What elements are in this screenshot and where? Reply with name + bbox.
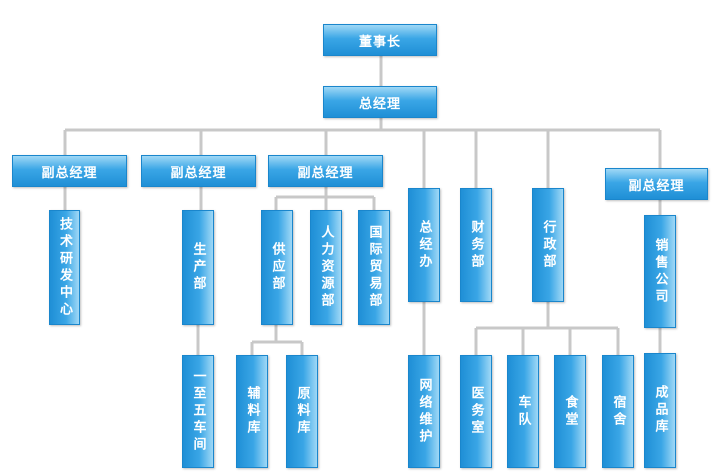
vp-box-4: 副总经理 — [605, 168, 708, 200]
general-manager-box: 总经理 — [323, 86, 437, 118]
admin-box: 行政部 — [532, 188, 564, 302]
intl-trade-box: 国际贸易部 — [358, 210, 390, 325]
vp-box-2: 副总经理 — [141, 155, 256, 187]
raw-materials-box: 原料库 — [286, 355, 318, 468]
sales-box: 销售公司 — [644, 215, 676, 328]
clinic-box: 医务室 — [460, 355, 492, 468]
vp-box-1: 副总经理 — [12, 155, 127, 187]
vp-box-3: 副总经理 — [268, 155, 383, 187]
finance-box: 财务部 — [460, 188, 492, 302]
dorm-box: 宿舍 — [602, 355, 634, 468]
aux-materials-box: 辅料库 — [236, 355, 268, 468]
finished-goods-box: 成品库 — [644, 353, 676, 468]
canteen-box: 食堂 — [554, 355, 586, 468]
workshops-box: 一至五车间 — [182, 355, 214, 468]
network-box: 网络维护 — [408, 355, 440, 468]
hr-box: 人力资源部 — [310, 210, 342, 325]
rd-center-box: 技术研发中心 — [49, 210, 80, 325]
gm-office-box: 总经办 — [408, 188, 440, 302]
fleet-box: 车队 — [507, 355, 539, 468]
production-box: 生产部 — [182, 210, 214, 325]
chairman-box: 董事长 — [323, 24, 437, 56]
supply-box: 供应部 — [261, 210, 293, 325]
